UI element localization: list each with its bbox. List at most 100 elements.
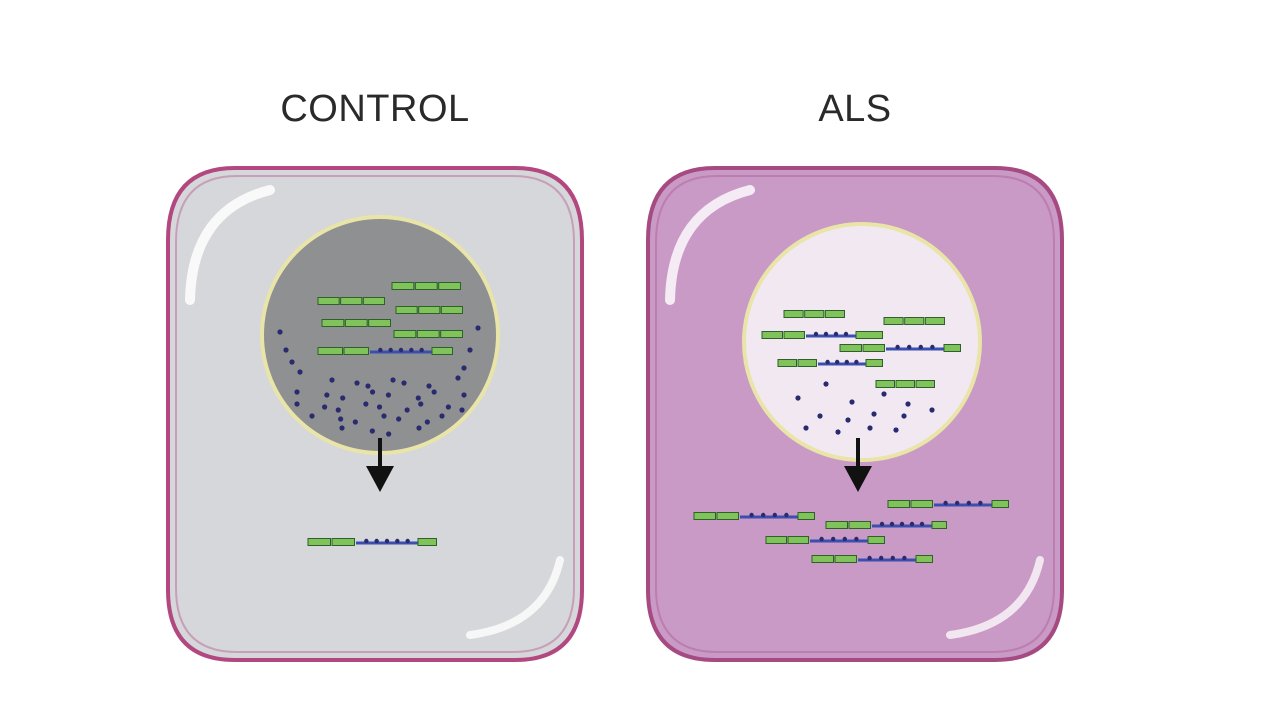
rna-dot <box>461 365 467 371</box>
intron-bead <box>854 536 859 542</box>
als-cell-inner-rim <box>655 175 1055 653</box>
exon-segment <box>910 500 933 508</box>
exon-segment <box>340 297 363 305</box>
als-title: ALS <box>818 88 892 130</box>
rna-dot <box>385 392 392 398</box>
rna-dot <box>835 429 841 435</box>
exon-segment <box>904 317 925 325</box>
rna-dot <box>475 325 481 331</box>
exon-segment <box>839 344 862 352</box>
exon-segment <box>343 347 369 355</box>
transcript <box>321 319 391 327</box>
transcript <box>839 344 961 352</box>
exon-segment <box>797 512 815 520</box>
intron-bead <box>813 331 819 337</box>
intron-bead <box>374 538 379 544</box>
rna-dot <box>439 413 445 419</box>
exon-segment <box>783 310 804 318</box>
intron-bead <box>966 500 971 506</box>
control-cell <box>166 166 584 662</box>
als-cytoplasmic-transcripts <box>693 500 1009 563</box>
intron-bead <box>930 344 935 350</box>
exon-segment <box>761 331 783 339</box>
als-cell <box>646 166 1064 662</box>
rna-dot <box>352 419 358 425</box>
exon-segment <box>321 319 345 327</box>
intron-bead <box>843 331 849 337</box>
exon-segment <box>824 310 845 318</box>
exon-segment <box>924 317 945 325</box>
exon-segment <box>875 380 895 388</box>
rna-dot <box>901 413 907 419</box>
exon-segment <box>855 331 883 339</box>
rna-dot <box>416 425 422 431</box>
intron-bead <box>879 521 885 527</box>
exon-segment <box>417 538 437 546</box>
exon-segment <box>307 538 331 546</box>
als-nuclear-transcripts <box>761 310 961 388</box>
intron-bead <box>819 536 824 542</box>
rna-dot <box>283 347 289 353</box>
control-cell-inner-rim <box>175 175 575 653</box>
rna-dot <box>401 380 407 386</box>
exon-segment <box>915 380 935 388</box>
transcript <box>317 347 453 355</box>
rna-dot <box>365 383 371 389</box>
control-cytoplasmic-transcripts <box>307 538 437 546</box>
exon-segment <box>804 310 825 318</box>
intron-bead <box>784 512 789 518</box>
intron-bead <box>419 347 424 353</box>
intron-bead <box>844 359 849 365</box>
intron-bead <box>955 500 960 506</box>
transcript <box>761 331 883 339</box>
exon-segment <box>368 319 391 327</box>
intron-bead <box>854 359 859 365</box>
rna-dot <box>459 407 465 413</box>
transcript <box>317 297 386 305</box>
intron-bead <box>825 359 830 365</box>
intron-bead <box>978 500 983 506</box>
transcript <box>883 317 945 325</box>
rna-dot <box>309 413 315 419</box>
rna-dot <box>871 411 877 417</box>
intron-bead <box>823 331 829 337</box>
rna-dot <box>461 392 467 398</box>
rna-dot <box>426 383 432 389</box>
rna-dot <box>881 391 887 397</box>
transcript <box>875 380 935 388</box>
als-cell-highlight-2 <box>946 556 1044 639</box>
exon-segment <box>865 359 883 367</box>
control-export-arrow <box>366 438 394 492</box>
rna-dot <box>340 395 346 401</box>
exon-segment <box>825 521 848 529</box>
intron-bead <box>384 538 390 544</box>
intron-bead <box>919 521 925 527</box>
exon-segment <box>783 331 805 339</box>
rna-dot <box>431 389 437 395</box>
exon-segment <box>787 536 809 544</box>
rna-dot <box>795 395 801 401</box>
exon-segment <box>438 282 461 290</box>
rna-dot <box>424 419 430 425</box>
intron-bead <box>761 512 766 518</box>
rna-dot <box>338 416 344 422</box>
transcript <box>825 521 947 529</box>
transcript <box>811 555 933 563</box>
als-nucleus <box>742 222 982 462</box>
rna-dot <box>467 347 473 353</box>
exon-segment <box>915 555 933 563</box>
rna-dot <box>386 431 392 437</box>
exon-segment <box>991 500 1009 508</box>
transcript <box>693 512 815 520</box>
exon-segment <box>362 297 386 305</box>
transcript <box>395 306 464 314</box>
rna-dot <box>803 425 809 431</box>
intron-bead <box>842 536 847 542</box>
control-cell-highlight-2 <box>466 556 564 639</box>
rna-dot <box>445 404 451 410</box>
intron-bead <box>409 347 414 353</box>
rna-dot <box>329 377 335 383</box>
intron-bead <box>899 521 905 527</box>
rna-dot <box>322 404 328 410</box>
als-dots <box>795 381 935 435</box>
